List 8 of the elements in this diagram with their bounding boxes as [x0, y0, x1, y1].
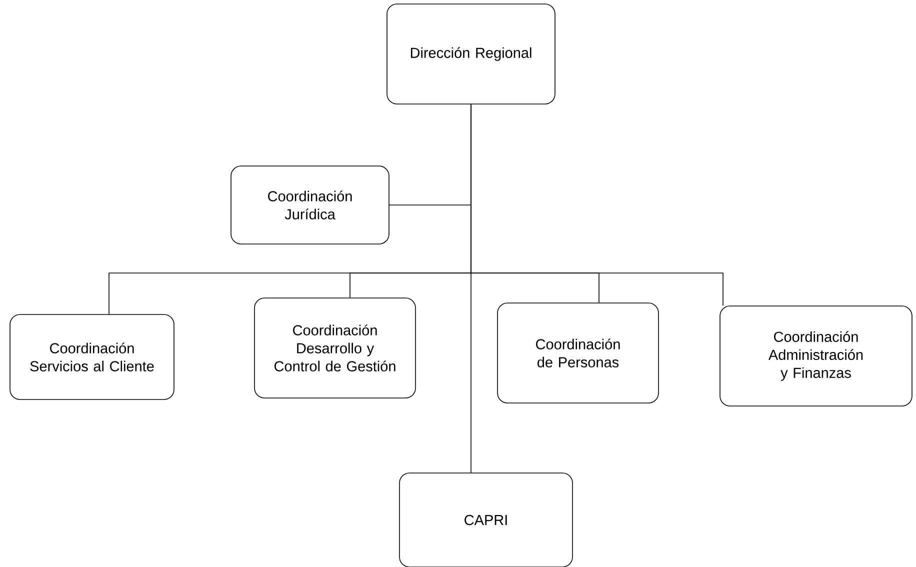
- connector-line: [470, 104, 472, 473]
- org-box: Coordinación Desarrollo y Control de Gestión: [254, 298, 416, 398]
- org-box: Dirección Regional: [386, 4, 556, 104]
- org-box: CAPRI: [399, 472, 573, 567]
- org-box: Coordinación Servicios al Cliente: [10, 314, 174, 400]
- org-box: Coordinación de Personas: [497, 302, 659, 404]
- org-box: Coordinación Administración y Finanzas: [720, 306, 912, 406]
- org-box: Coordinación Jurídica: [230, 166, 390, 244]
